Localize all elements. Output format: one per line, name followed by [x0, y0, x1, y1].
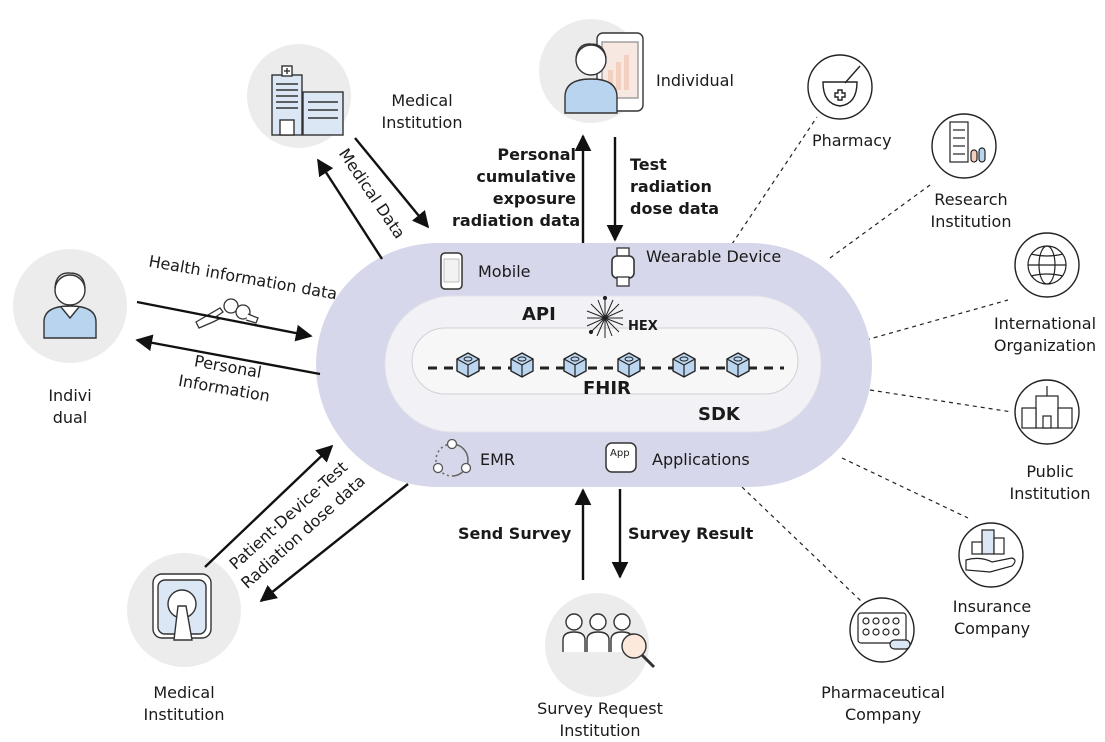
- cube-icon: [563, 352, 587, 378]
- insurance-hand-icon: [965, 529, 1016, 573]
- emr-label: EMR: [480, 450, 516, 469]
- public-building-icon: [1021, 386, 1073, 429]
- mobile-icon: [440, 252, 463, 290]
- test-dose-label: Test radiation dose data: [630, 155, 720, 218]
- ct-scanner-icon: [152, 573, 212, 641]
- send-survey-label: Send Survey: [458, 524, 572, 543]
- emr-icon: [432, 438, 472, 477]
- pharma-label: Pharmaceutical Company: [821, 683, 945, 724]
- medical-bottom-label: Medical Institution: [143, 683, 225, 724]
- hospital-building-icon: [271, 65, 344, 136]
- hex-burst-icon: [586, 295, 624, 338]
- sdk-label: SDK: [698, 404, 740, 425]
- hex-label: HEX: [628, 319, 658, 334]
- cube-icon: [726, 352, 750, 378]
- app-icon: [605, 442, 637, 473]
- keys-icon: [195, 298, 259, 329]
- public-label: Public Institution: [1009, 462, 1091, 503]
- fhir-label: FHIR: [583, 378, 631, 399]
- cube-icon: [510, 352, 534, 378]
- api-label: API: [522, 304, 556, 325]
- globe-icon: [1027, 245, 1067, 285]
- cube-icon: [617, 352, 641, 378]
- mortar-icon: [822, 65, 861, 107]
- international-label: International Organization: [993, 314, 1097, 355]
- individual-left-label: Indivi dual: [48, 386, 92, 427]
- individual-top-label: Individual: [656, 71, 734, 90]
- wearable-label: Wearable Device: [646, 247, 782, 266]
- fhir-cubes: [456, 352, 750, 378]
- app-icon-text: App: [610, 448, 630, 459]
- watch-icon: [611, 247, 635, 287]
- survey-result-label: Survey Result: [628, 524, 754, 543]
- pharmacy-label: Pharmacy: [812, 131, 892, 150]
- person-icon: [43, 272, 97, 339]
- person-with-phone-icon: [564, 32, 644, 114]
- applications-label: Applications: [652, 450, 750, 469]
- research-label: Research Institution: [930, 190, 1012, 231]
- mobile-label: Mobile: [478, 262, 531, 281]
- survey-group-icon: [562, 613, 656, 669]
- flow-arrows: [135, 134, 629, 603]
- dashed-connectors: [731, 116, 1013, 603]
- personal-exposure-label: Personal cumulative exposure radiation d…: [452, 145, 581, 230]
- survey-label: Survey Request Institution: [537, 699, 663, 740]
- pill-pack-icon: [857, 612, 911, 650]
- insurance-label: Insurance Company: [952, 597, 1032, 638]
- research-building-icon: [949, 121, 986, 163]
- cube-icon: [672, 352, 696, 378]
- cube-icon: [456, 352, 480, 378]
- medical-top-label: Medical Institution: [381, 91, 463, 132]
